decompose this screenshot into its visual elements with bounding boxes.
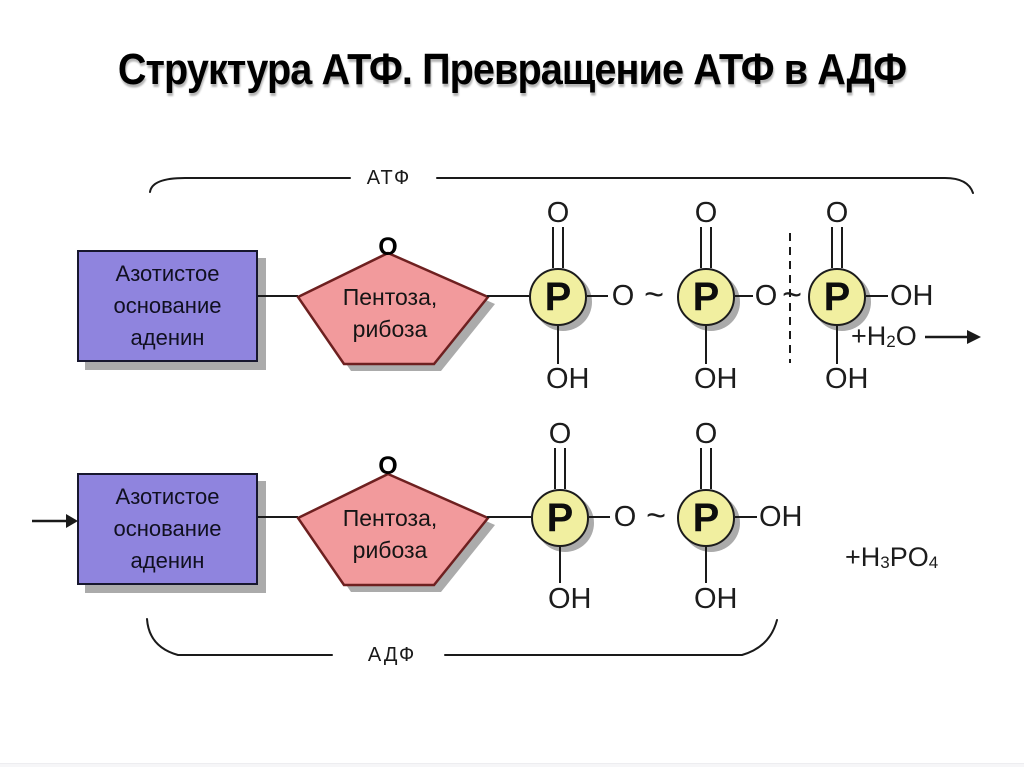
adp-brace-label: АДФ [367,644,417,666]
oxygen-top-label: O [694,418,718,450]
bridge-oxygen-label: O [611,280,635,312]
bond-pentagon-p1 [487,295,529,297]
slide-bottom-edge [0,763,1024,767]
single-bond [836,326,838,364]
bridge-oxygen-label: O [754,280,778,312]
nitrogen-base-line: Азотистое [115,484,220,509]
single-bond [735,516,757,518]
phosphoric-sub3: 3 [880,553,890,572]
atp-brace [149,177,974,194]
oxygen-top-label: O [546,197,570,229]
phosphorus-label: P [823,275,851,319]
single-bond [557,326,559,364]
hydroxyl-label: OH [546,363,590,395]
atp-brace-label: АТФ [366,167,412,189]
pentose-line: Пентоза, [342,505,438,531]
single-bond [866,295,888,297]
phosphate-circle: P [529,268,587,326]
nitrogen-base-line: аденин [130,325,205,350]
nitrogen-base-line: основание [113,516,222,541]
single-bond [589,516,610,518]
pentose-apex-oxygen: O [378,233,398,261]
pentose-label-adp: Пентоза, рибоза [308,502,472,566]
nitrogen-base-box-adp: Азотистое основание аденин [77,473,258,585]
phosphate-circle: P [677,489,735,547]
double-bond [831,227,843,268]
phosphorus-label: P [692,275,720,319]
entry-arrow-icon [32,514,78,528]
bridge-oxygen-label: O [613,501,637,533]
phosphorus-label: P [692,496,720,540]
nitrogen-base-line: аденин [130,548,205,573]
nitrogen-base-box-atp: Азотистое основание аденин [77,250,258,362]
double-bond [700,448,712,489]
hydroxyl-label: OH [694,363,738,395]
phosphate-circle: P [531,489,589,547]
water-subscript: 2 [886,332,896,351]
pentose-line: Пентоза, [342,284,438,310]
phosphoric-middle: PO [889,542,929,572]
bond-box-pentagon [258,295,298,297]
hydroxyl-label: OH [825,363,869,395]
pentose-apex-oxygen: O [378,452,398,480]
water-suffix: O [895,321,917,351]
pentose-pentagon-atp [296,251,495,371]
oxygen-top-label: O [825,197,849,229]
phosphorus-label: P [544,275,572,319]
bond-break-dashed-line [789,233,791,363]
high-energy-bond-tilde: ~ [782,276,802,314]
single-bond [705,326,707,364]
arrow-right-icon [924,330,981,344]
single-bond [559,547,561,583]
hydroxyl-right-label: OH [759,501,803,533]
adp-brace [146,618,778,656]
pentose-line: рибоза [352,316,428,342]
phosphoric-sub4: 4 [928,553,939,572]
high-energy-bond-tilde: ~ [646,497,666,535]
single-bond [735,295,753,297]
double-bond [552,227,564,268]
nitrogen-base-line: Азотистое [115,261,220,286]
phosphoric-prefix: +H [845,542,881,572]
phosphorus-label: P [546,496,574,540]
single-bond [587,295,608,297]
double-bond [554,448,566,489]
hydroxyl-right-label: OH [890,280,934,312]
nitrogen-base-line: основание [113,293,222,318]
bond-pentagon-p1 [487,516,531,518]
single-bond [705,547,707,583]
double-bond [700,227,712,268]
phosphate-circle: P [808,268,866,326]
bond-box-pentagon [258,516,298,518]
oxygen-top-label: O [548,418,572,450]
hydroxyl-label: OH [548,583,592,615]
pentose-line: рибоза [352,537,428,563]
hydroxyl-label: OH [694,583,738,615]
pentose-pentagon-adp [296,472,495,592]
pentose-label-atp: Пентоза, рибоза [308,281,472,345]
page-title: Структура АТФ. Превращение АТФ в АДФ [117,45,907,94]
oxygen-top-label: O [694,197,718,229]
phosphate-circle: P [677,268,735,326]
high-energy-bond-tilde: ~ [644,276,664,314]
water-prefix: +H [851,321,887,351]
